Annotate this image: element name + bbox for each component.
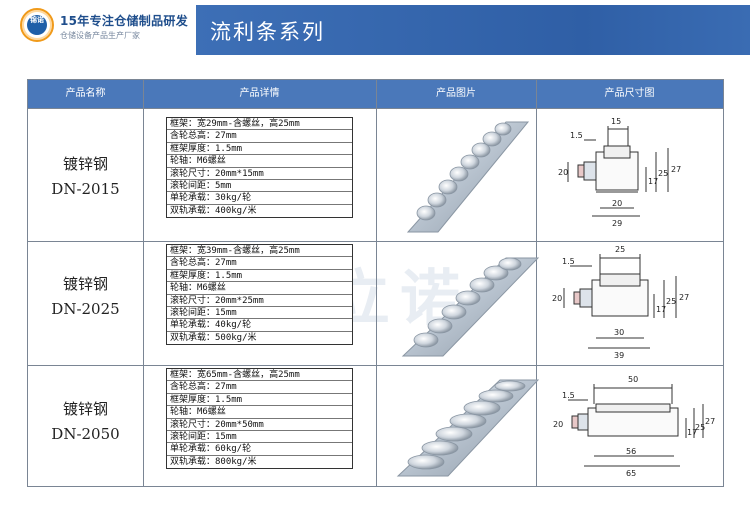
spec-item: 单轮承载：30kg/轮: [167, 192, 352, 205]
spec-item: 框架：宽65mm-含螺丝，高25mm: [167, 369, 352, 382]
table-row-1-name: 镀锌钢 DN-2015: [28, 153, 143, 198]
row-divider: [28, 365, 723, 366]
spec-item: 框架厚度：1.5mm: [167, 270, 352, 283]
dim-bottom-outer: 39: [614, 351, 624, 360]
spec-item: 双轨承载：800kg/米: [170, 456, 257, 467]
brand-logo: 锦诺: [20, 8, 54, 42]
product-material: 镀锌钢: [62, 400, 108, 418]
spec-item: 滚轮尺寸：20mm*15mm: [167, 168, 352, 180]
spec-item: 框架厚度：1.5mm: [167, 394, 352, 407]
spec-item: 滚轮间距：15mm: [167, 431, 352, 444]
product-code: DN-2050: [51, 425, 120, 443]
spec-item: 框架厚度：1.5mm: [167, 143, 352, 156]
dim-height-mid: 25: [695, 423, 705, 432]
brand-subtitle: 仓储设备产品生产厂家: [60, 31, 140, 40]
dim-top: 50: [628, 375, 638, 384]
column-divider: [376, 80, 377, 486]
dim-bottom-inner: 30: [614, 328, 624, 337]
dim-left: 1.5: [570, 131, 583, 140]
spec-item: 轮轴：M6螺丝: [167, 282, 352, 295]
spec-list-3: 框架：宽65mm-含螺丝，高25mm 含轮总高：27mm 框架厚度：1.5mm …: [166, 368, 353, 470]
dim-height-mid: 25: [666, 297, 676, 306]
header-product-dimensions: 产品尺寸图: [604, 88, 655, 99]
dimension-drawing-2: 25 1.5 27 25 17 20 30 39: [552, 245, 689, 360]
spec-item: 轮轴：M6螺丝: [167, 155, 352, 168]
header-product-name: 产品名称: [65, 88, 106, 99]
brand-logo-text: 锦诺: [27, 15, 47, 35]
dim-bottom-outer: 29: [612, 219, 622, 228]
product-material: 镀锌钢: [62, 275, 108, 293]
dim-side: 20: [553, 420, 563, 429]
dim-bottom-outer: 65: [626, 469, 636, 478]
dim-height-outer: 27: [705, 417, 715, 426]
product-code: DN-2025: [51, 300, 120, 318]
column-divider: [536, 80, 537, 486]
dim-height-outer: 27: [679, 293, 689, 302]
table-row-2-name: 镀锌钢 DN-2025: [28, 273, 143, 318]
header-product-details: 产品详情: [239, 88, 280, 99]
dimension-drawing-1: 15 1.5 27 25 17 20 20 29: [558, 117, 681, 228]
spec-item: 滚轮间距：15mm: [167, 307, 352, 320]
dim-height-inner: 17: [656, 305, 666, 314]
spec-item: 框架：宽39mm-含螺丝，高25mm: [167, 245, 352, 258]
product-material: 镀锌钢: [62, 155, 108, 173]
row-divider: [28, 108, 723, 109]
spec-item: 滚轮尺寸：20mm*50mm: [167, 419, 352, 431]
spec-item: 双轨承载：500kg/米: [170, 332, 257, 343]
page-header: 锦诺 15年专注仓储制品研发 仓储设备产品生产厂家 流利条系列: [0, 0, 750, 62]
spec-item: 框架：宽29mm-含螺丝，高25mm: [167, 118, 352, 131]
dim-height-inner: 17: [687, 428, 697, 437]
spec-item: 含轮总高：27mm: [167, 381, 352, 394]
dim-top: 15: [611, 117, 621, 126]
spec-item: 滚轮尺寸：20mm*25mm: [167, 295, 352, 307]
row-divider: [28, 241, 723, 242]
spec-item: 单轮承载：60kg/轮: [167, 443, 352, 456]
brand-title: 15年专注仓储制品研发: [60, 14, 188, 28]
dim-height-mid: 25: [658, 169, 668, 178]
spec-list-2: 框架：宽39mm-含螺丝，高25mm 含轮总高：27mm 框架厚度：1.5mm …: [166, 244, 353, 346]
dim-left: 1.5: [562, 257, 575, 266]
series-title: 流利条系列: [210, 20, 325, 44]
spec-item: 含轮总高：27mm: [167, 130, 352, 143]
product-photo-roller-track-narrow: [406, 121, 530, 233]
product-table: 产品名称 产品详情 产品图片 产品尺寸图 镀锌钢 DN-2015 框架：宽29m…: [27, 79, 724, 487]
header-product-image: 产品图片: [436, 88, 476, 99]
dimension-drawing-3: 50 1.5 27 25 17 20 56 65: [553, 375, 715, 478]
dim-side: 20: [558, 168, 568, 177]
series-banner: 流利条系列: [196, 5, 750, 55]
dim-bottom-inner: 56: [626, 447, 636, 456]
spec-item: 轮轴：M6螺丝: [167, 406, 352, 419]
spec-item: 双轨承载：400kg/米: [170, 205, 257, 216]
dim-bottom-inner: 20: [612, 199, 622, 208]
spec-item: 含轮总高：27mm: [167, 257, 352, 270]
spec-item: 滚轮间距：5mm: [167, 180, 352, 193]
spec-item: 单轮承载：40kg/轮: [167, 319, 352, 332]
dim-height-outer: 27: [671, 165, 681, 174]
dim-height-inner: 17: [648, 177, 658, 186]
dim-side: 20: [552, 294, 562, 303]
product-photo-roller-track-wide: [396, 379, 540, 477]
dim-top: 25: [615, 245, 625, 254]
product-code: DN-2015: [51, 180, 120, 198]
dim-left: 1.5: [562, 391, 575, 400]
product-photo-roller-track-medium: [401, 257, 540, 357]
column-divider: [143, 80, 144, 486]
spec-list-1: 框架：宽29mm-含螺丝，高25mm 含轮总高：27mm 框架厚度：1.5mm …: [166, 117, 353, 219]
table-row-3-name: 镀锌钢 DN-2050: [28, 398, 143, 443]
